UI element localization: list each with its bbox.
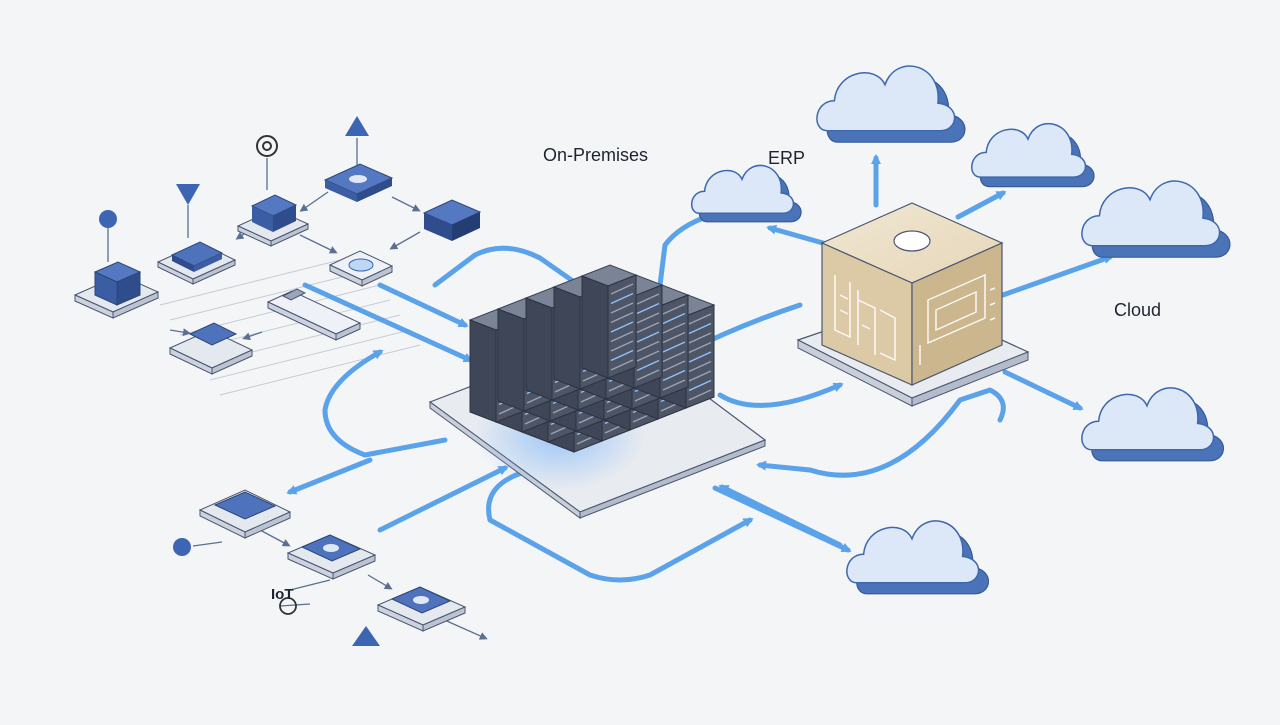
flow-arrow	[377, 282, 469, 328]
flow-arrow	[302, 282, 474, 363]
connector-arrows	[169, 191, 488, 640]
flow-arrow	[377, 465, 509, 533]
cloud-icon	[971, 122, 1095, 188]
flow-arrows	[286, 154, 1114, 583]
iot-device-icon	[376, 586, 467, 632]
flow-arrow	[955, 190, 1007, 220]
flow-arrow	[286, 457, 373, 495]
flow-arrow	[766, 224, 833, 248]
device-icon	[236, 194, 310, 247]
cloud-icon	[1081, 180, 1231, 258]
flow-arrow	[717, 382, 844, 408]
triangle-up-icon	[345, 116, 369, 165]
cloud-icon	[846, 520, 989, 595]
dot-icon	[173, 538, 191, 556]
device-icon	[422, 199, 482, 241]
device-icon	[266, 288, 362, 341]
erp-cube	[796, 202, 1030, 407]
triangle-down-icon	[176, 184, 200, 238]
cloud-icon	[816, 65, 966, 143]
erp-label: ERP	[768, 148, 806, 168]
server-rack-group	[468, 264, 716, 453]
iot-device-icon	[286, 534, 377, 580]
ring-icon	[256, 135, 278, 190]
flow-arrow	[432, 245, 605, 334]
server-rack-icon	[580, 264, 638, 379]
cloud-icon	[1081, 387, 1224, 462]
flow-arrow	[718, 484, 843, 548]
cloud-group	[691, 65, 1231, 595]
flow-arrow	[1002, 369, 1084, 411]
device-icon	[323, 163, 394, 202]
device-icon	[328, 250, 394, 287]
device-icon	[168, 322, 254, 375]
device-icon	[73, 261, 160, 319]
flow-arrow	[756, 387, 1006, 478]
cloud-label: Cloud	[1114, 300, 1162, 320]
iot-device-icon	[198, 489, 292, 539]
server-cluster	[428, 264, 767, 519]
erp-chip-icon	[834, 273, 996, 365]
dot-icon	[99, 210, 117, 262]
device-icon	[156, 241, 237, 285]
triangle-up-icon	[352, 626, 380, 646]
iot-label: IoT	[271, 586, 294, 603]
flow-arrow	[1000, 254, 1114, 298]
ring-icon	[279, 597, 297, 615]
on-premises-label: On-Premises	[543, 145, 649, 165]
cloud-icon	[691, 164, 802, 223]
flow-arrow	[322, 349, 448, 458]
